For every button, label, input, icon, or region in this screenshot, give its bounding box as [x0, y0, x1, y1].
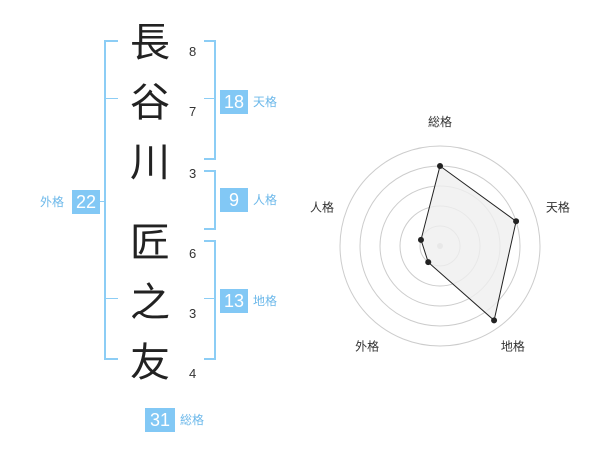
- gaikaku-connector: [98, 201, 106, 203]
- stroke-count-6: 4: [189, 366, 197, 381]
- chikaku-bracket-stub: [204, 298, 216, 300]
- jinkaku-label: 人格: [253, 193, 278, 207]
- name-char-5: 之: [130, 280, 170, 326]
- stroke-count-3: 3: [189, 166, 197, 181]
- jinkaku-value: 9: [220, 188, 248, 212]
- radar-label-0: 総格: [428, 114, 452, 129]
- chikaku-label: 地格: [253, 294, 278, 308]
- radar-label-1: 天格: [546, 200, 570, 215]
- radar-label-2: 地格: [501, 338, 525, 353]
- radar-label-4: 人格: [310, 200, 334, 215]
- radar-point-0: [437, 163, 443, 169]
- gaikaku-bracket: [104, 40, 118, 360]
- name-char-3: 川: [130, 140, 170, 186]
- radar-point-4: [417, 236, 424, 243]
- radar-label-3: 外格: [355, 338, 379, 353]
- gaikaku-bracket-top-stub: [104, 98, 118, 100]
- soukaku-value: 31: [145, 408, 175, 432]
- stroke-count-2: 7: [189, 104, 197, 119]
- stroke-count-1: 8: [189, 44, 197, 59]
- tenkaku-value: 18: [220, 90, 248, 114]
- name-char-6: 友: [130, 340, 170, 386]
- stroke-count-4: 6: [189, 246, 197, 261]
- gaikaku-value: 22: [72, 190, 100, 214]
- chikaku-value: 13: [220, 289, 248, 313]
- name-char-1: 長: [130, 20, 170, 66]
- jinkaku-bracket: [204, 170, 216, 230]
- radar-grid-ring-5: [339, 145, 541, 347]
- name-char-4: 匠: [130, 220, 170, 266]
- name-char-2: 谷: [130, 80, 170, 126]
- radar-points: [417, 163, 520, 324]
- tenkaku-bracket: [204, 40, 216, 160]
- gaikaku-label: 外格: [40, 195, 65, 209]
- tenkaku-bracket-stub: [204, 98, 216, 100]
- soukaku-label: 総格: [180, 413, 205, 427]
- tenkaku-label: 天格: [253, 95, 278, 109]
- radar-point-1: [513, 218, 520, 225]
- radar-point-3: [425, 259, 432, 266]
- gaikaku-bracket-bottom-stub: [104, 298, 118, 300]
- stroke-count-5: 3: [189, 306, 197, 321]
- radar-polygon: [420, 165, 517, 322]
- radar-point-2: [491, 317, 498, 324]
- chikaku-bracket: [204, 240, 216, 360]
